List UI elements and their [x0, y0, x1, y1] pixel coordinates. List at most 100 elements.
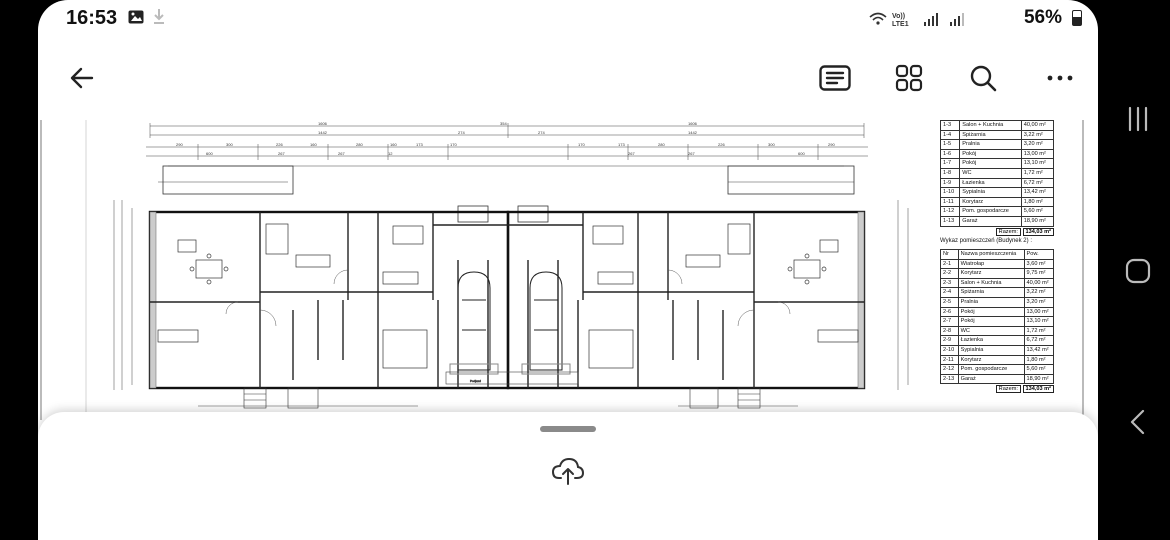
- table1-cell: Korytarz: [959, 196, 1022, 208]
- gallery-icon: [128, 10, 144, 24]
- table2-title: Wykaz pomieszczeń (Budynek 2) :: [940, 238, 1032, 244]
- table1-cell: 13,10 m²: [1020, 158, 1055, 169]
- svg-text:274: 274: [538, 130, 545, 135]
- battery-percent: 56%: [1023, 7, 1062, 28]
- table2-cell: 13,42 m²: [1023, 344, 1055, 356]
- table1-cell: 3,22 m²: [1020, 129, 1055, 141]
- table1-cell: Pokój: [959, 148, 1022, 160]
- table1-cell: 1-4: [939, 129, 961, 141]
- table1-cell: Garaż: [959, 215, 1022, 227]
- table1-cell: 1-8: [939, 167, 961, 179]
- svg-text:160: 160: [310, 142, 317, 147]
- table2-header-cell: Nr: [940, 249, 959, 260]
- svg-text:170: 170: [450, 142, 457, 147]
- svg-text:354: 354: [500, 121, 507, 126]
- svg-text:274: 274: [458, 130, 465, 135]
- svg-text:267: 267: [628, 151, 635, 156]
- recent-apps-button[interactable]: [1125, 106, 1151, 132]
- svg-text:1442: 1442: [318, 130, 328, 135]
- svg-text:173: 173: [618, 142, 625, 147]
- table2-cell: Łazienka: [957, 335, 1025, 346]
- table1-cell: 1-9: [939, 177, 961, 189]
- text-view-button[interactable]: [815, 58, 855, 98]
- svg-text:1606: 1606: [688, 121, 698, 126]
- table2-cell: 1,80 m²: [1023, 354, 1055, 366]
- grid-view-icon: [895, 64, 923, 92]
- table1-cell: Pokój: [959, 158, 1022, 169]
- search-button[interactable]: [963, 58, 1003, 98]
- table2-cell: 2-12: [940, 364, 959, 375]
- table2-cell: 13,10 m²: [1023, 316, 1055, 327]
- table2-header-cell: Nazwa pomieszczenia: [957, 249, 1025, 260]
- table2-cell: 6,72 m²: [1023, 335, 1055, 346]
- recent-apps-icon: [1128, 106, 1148, 132]
- app-window: 16:53 Vo)) LTE1: [38, 0, 1098, 540]
- table1-cell: 6,72 m²: [1020, 177, 1055, 189]
- svg-text:267: 267: [688, 151, 695, 156]
- table1-cell: 1-3: [939, 120, 961, 131]
- svg-text:226: 226: [718, 142, 725, 147]
- table2-cell: Pokój: [957, 316, 1025, 327]
- table2-cell: 40,00 m²: [1023, 277, 1055, 289]
- drag-handle[interactable]: [540, 426, 596, 432]
- svg-text:290: 290: [828, 142, 835, 147]
- table2-cell: 18,90 m²: [1023, 373, 1055, 385]
- table1-cell: Salon + Kuchnia: [959, 120, 1022, 131]
- table2-cell: Pokój: [957, 306, 1025, 318]
- svg-text:173: 173: [416, 142, 423, 147]
- back-nav-button[interactable]: [1128, 408, 1148, 436]
- more-options-button[interactable]: [1040, 58, 1080, 98]
- table1-cell: 1-6: [939, 148, 961, 160]
- svg-text:LTE1: LTE1: [892, 21, 909, 28]
- table2-cell: 2-10: [940, 344, 959, 356]
- table1-cell: 13,00 m²: [1020, 148, 1055, 160]
- status-bar: 16:53 Vo)) LTE1: [38, 0, 1098, 36]
- home-button[interactable]: [1124, 257, 1152, 285]
- battery-icon: [1072, 10, 1082, 26]
- more-options-icon: [1047, 75, 1073, 81]
- svg-text:280: 280: [658, 142, 665, 147]
- table2-total: 134,03 m²: [1022, 385, 1054, 394]
- svg-text:290: 290: [176, 142, 183, 147]
- bottom-sheet[interactable]: [38, 412, 1098, 540]
- table1-cell: Pralnia: [959, 139, 1022, 150]
- table2-total-label: Razem:: [995, 385, 1021, 394]
- table2-cell: Pom. gospodarcze: [957, 364, 1025, 375]
- table1-cell: 1-5: [939, 139, 961, 150]
- table2-cell: Korytarz: [957, 354, 1025, 366]
- table2-cell: 3,60 m²: [1023, 258, 1055, 270]
- back-button[interactable]: [62, 58, 102, 98]
- table2-cell: 2-9: [940, 335, 959, 346]
- table2-header-cell: Pow.: [1023, 249, 1055, 260]
- table2-cell: 2-4: [940, 287, 959, 298]
- svg-text:280: 280: [356, 142, 363, 147]
- download-icon: [154, 9, 164, 24]
- table2-cell: Wiatrołap: [957, 258, 1025, 270]
- table1-total: 134,03 m²: [1022, 227, 1054, 236]
- search-icon: [970, 65, 997, 92]
- table1-cell: Spiżarnia: [959, 129, 1022, 141]
- grid-view-button[interactable]: [889, 58, 929, 98]
- table2-cell: 3,22 m²: [1023, 287, 1055, 298]
- table1-cell: 18,90 m²: [1020, 215, 1055, 227]
- svg-text:Vo)): Vo)): [892, 13, 905, 20]
- svg-text:600: 600: [206, 151, 213, 156]
- table1-cell: 13,42 m²: [1020, 187, 1055, 198]
- table2-cell: Korytarz: [957, 268, 1025, 279]
- cloud-upload-icon[interactable]: [552, 456, 584, 486]
- svg-text:226: 226: [276, 142, 283, 147]
